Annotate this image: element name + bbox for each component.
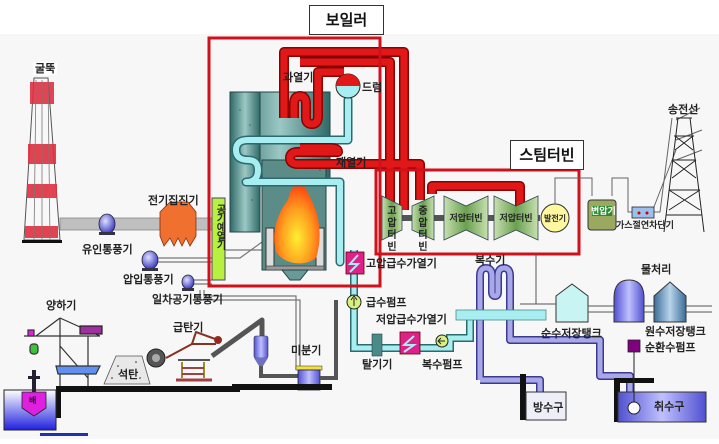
drum-icon: [335, 73, 361, 99]
coal-silo-icon: [253, 335, 300, 378]
unloader-label: 양하기: [46, 299, 77, 312]
coal-pile-icon: [103, 355, 151, 385]
reclaimer-wheel-icon: [146, 348, 166, 368]
lp-turbine-1-label: 저압터빈: [449, 214, 483, 224]
raw-water-tank-icon: [653, 281, 687, 323]
raw-water-tank-label: 원수저장탱크: [645, 325, 706, 338]
hp-turbine-label-line2: 터빈: [387, 230, 397, 253]
pulverizer-icon: [232, 300, 338, 391]
idf-label: 유인통풍기: [82, 243, 133, 256]
ip-turbine: [411, 195, 435, 241]
forced-draft-fan-icon: [141, 250, 159, 271]
boiler-title: 보일러: [309, 5, 384, 35]
ship-label: 배: [29, 396, 37, 405]
ground-line: [60, 386, 240, 392]
circulating-pump-icon: [627, 339, 641, 353]
boiler-boundary: [207, 36, 382, 288]
feed-pump-icon: [346, 294, 362, 310]
paf-label: 일차공기통풍기: [152, 293, 223, 306]
water-tubes: [233, 97, 351, 265]
drum-label: 드럼: [362, 81, 383, 94]
pure-water-tank-icon: [555, 283, 589, 323]
steam-lines: [280, 48, 524, 214]
water-treatment-tank-icon: [613, 279, 645, 323]
fdf-label: 압입통풍기: [123, 273, 174, 286]
reheater-label: 재열기: [336, 156, 367, 169]
intake-label: 취수구: [654, 400, 685, 413]
coal-feeder-label: 급탄기: [173, 321, 204, 334]
gis-icon: [631, 206, 655, 219]
coal-feeder-icon: [165, 330, 222, 382]
generator-label: 발전기: [543, 214, 567, 223]
pulverizer-label: 미분기: [291, 344, 322, 357]
chimney: [22, 77, 62, 243]
ip-turbine-label-line2: 터빈: [418, 230, 428, 253]
ship-icon: [21, 370, 47, 417]
air-preheater-label: 공기예열기: [214, 204, 225, 249]
hp-turbine: [381, 195, 403, 241]
flame-icon: [274, 178, 320, 264]
ip-turbine-label-line1: 중압: [418, 206, 428, 229]
condensate-pump-icon: [435, 334, 449, 348]
deaerator-icon: [371, 333, 383, 357]
transformer-label: 변압기: [591, 207, 616, 217]
superheater-label: 과열기: [283, 71, 314, 84]
pure-water-tank-label: 순수저장탱크: [541, 327, 602, 340]
lp-turbine-2-label: 저압터빈: [499, 214, 533, 224]
hp-turbine-label-line1: 고압: [387, 206, 397, 229]
primary-air-fan-icon: [181, 274, 195, 291]
coal-label: 석탄: [118, 368, 139, 381]
transformer-icon: [587, 199, 617, 231]
induced-draft-fan-icon: [98, 213, 116, 235]
air-preheater: [211, 197, 226, 281]
feed-pump-label: 급수펌프: [366, 296, 407, 309]
coal-conveyor: [210, 317, 265, 359]
lp-heater-label: 저압급수가열기: [376, 313, 447, 326]
lp-heater-icon: [399, 331, 421, 355]
gis-label: 가스절연차단기: [616, 221, 674, 231]
condensate-pump-label: 복수펌프: [422, 358, 463, 371]
transmission-line-label: 송전선: [668, 103, 699, 116]
condenser-label: 복수기: [475, 254, 506, 267]
water-treatment-label: 물처리: [641, 263, 672, 276]
hp-heater-label: 고압급수가열기: [366, 257, 437, 270]
condensate-channel: [455, 309, 547, 321]
circulating-pump-label: 순환수펌프: [645, 341, 696, 354]
discharge-label: 방수구: [533, 401, 564, 414]
turbine-boundary: [374, 168, 581, 256]
unloader-crane-icon: [24, 317, 103, 386]
tank-pipes: [520, 303, 712, 313]
transmission-tower-icon: [663, 117, 705, 233]
furnace: [265, 178, 325, 281]
lp-turbine-1: [443, 195, 489, 241]
steam-turbine-title: 스팀터빈: [510, 140, 584, 170]
lp-turbine-2: [493, 195, 539, 241]
esp-label: 전기집진기: [148, 194, 199, 207]
electrostatic-precipitator-icon: [159, 201, 197, 247]
deaerator-label: 탈기기: [362, 358, 393, 371]
discharge-basin: [520, 374, 567, 421]
chimney-label: 굴뚝: [33, 62, 58, 75]
